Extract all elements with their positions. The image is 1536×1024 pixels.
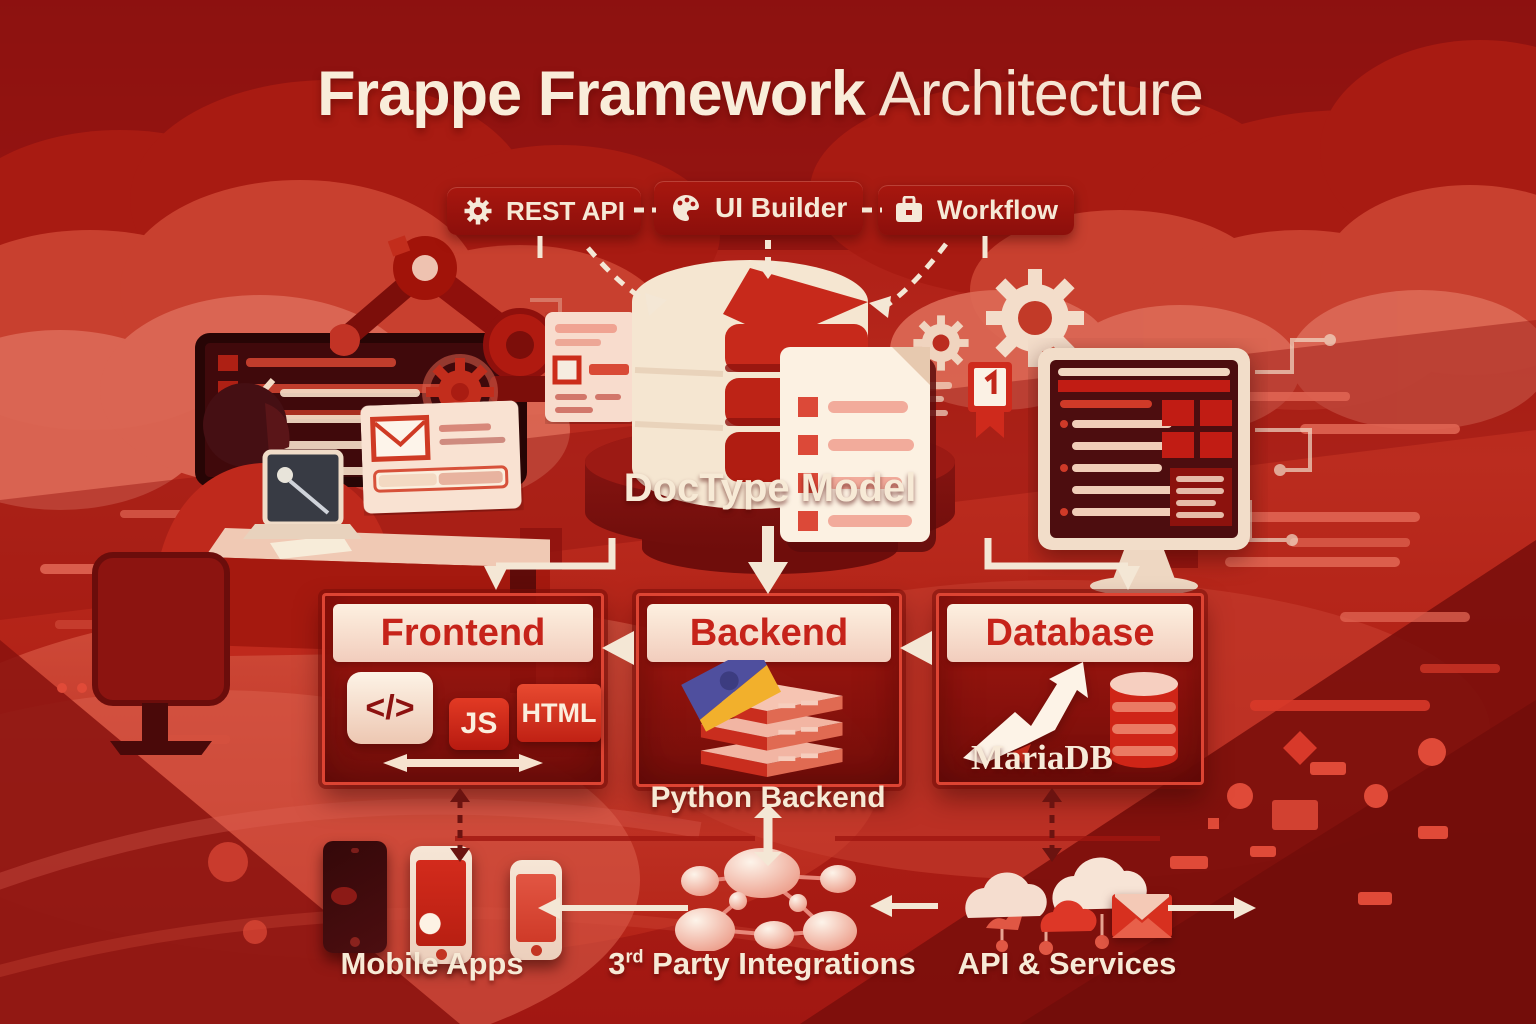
mobile-apps-label: Mobile Apps — [340, 946, 524, 981]
robot-arm — [330, 235, 545, 402]
mariadb-label: MariaDB — [971, 738, 1113, 777]
js-badge: JS — [449, 698, 509, 750]
integrations-label: 3rd Party Integrations — [608, 946, 916, 981]
badge-rest-api: REST API — [447, 187, 641, 235]
html-badge: HTML — [517, 684, 601, 742]
tablet-home-button — [350, 937, 360, 947]
form-card — [545, 312, 637, 422]
palette-icon — [673, 194, 700, 221]
gear-icon — [464, 197, 492, 225]
title-light: Architecture — [878, 59, 1204, 129]
backend-header: Backend — [647, 604, 891, 662]
email-card — [360, 400, 522, 514]
frontend-box: Frontend </> JS HTML — [322, 593, 604, 785]
api-services-label: API & Services — [957, 946, 1177, 981]
badge-label: REST API — [506, 196, 625, 226]
frontend-header: Frontend — [333, 604, 593, 662]
db-cylinder-stack-icon — [1110, 672, 1178, 768]
badge-workflow: Workflow — [878, 185, 1074, 235]
title-bold: Frappe Framework — [317, 59, 866, 129]
small-gear-icon — [913, 315, 969, 371]
doctype-label: DocType Model — [623, 466, 917, 510]
chair — [92, 552, 230, 755]
doctype-graphic — [585, 260, 955, 574]
tablet-camera — [351, 848, 359, 853]
api-clouds-icon — [965, 857, 1172, 955]
puzzle-piece-icon — [681, 660, 782, 732]
envelope-icon — [1112, 894, 1172, 938]
phone-home-button — [531, 945, 542, 956]
python-backend-caption: Python Backend — [650, 781, 886, 814]
backend-box: Backend — [636, 593, 902, 787]
document-icon — [780, 347, 936, 552]
tablet-screen-blob — [331, 887, 357, 905]
badge-ui-builder: UI Builder — [654, 181, 864, 235]
right-monitor — [1038, 348, 1250, 596]
integration-network-icon — [675, 848, 857, 951]
phone-screen — [516, 874, 556, 942]
code-icon: </> — [347, 672, 433, 744]
phone-screen — [416, 860, 466, 946]
tablet-icon — [323, 841, 387, 953]
database-header: Database — [947, 604, 1193, 662]
phone-icon — [410, 846, 472, 964]
mariadb-seal-icon — [963, 662, 1088, 764]
phone-home-button — [436, 949, 447, 960]
badge-label: Workflow — [937, 194, 1058, 225]
badge-label: UI Builder — [715, 192, 848, 223]
large-gear-icon — [986, 269, 1084, 367]
database-box: Database MariaDB — [936, 593, 1204, 785]
small-phone-icon — [510, 860, 562, 960]
briefcase-icon — [896, 196, 922, 222]
bookmark-icon — [968, 362, 1012, 438]
python-stack-icon — [681, 660, 843, 778]
laptop — [243, 449, 362, 539]
horizontal-double-arrow-icon — [383, 754, 543, 772]
